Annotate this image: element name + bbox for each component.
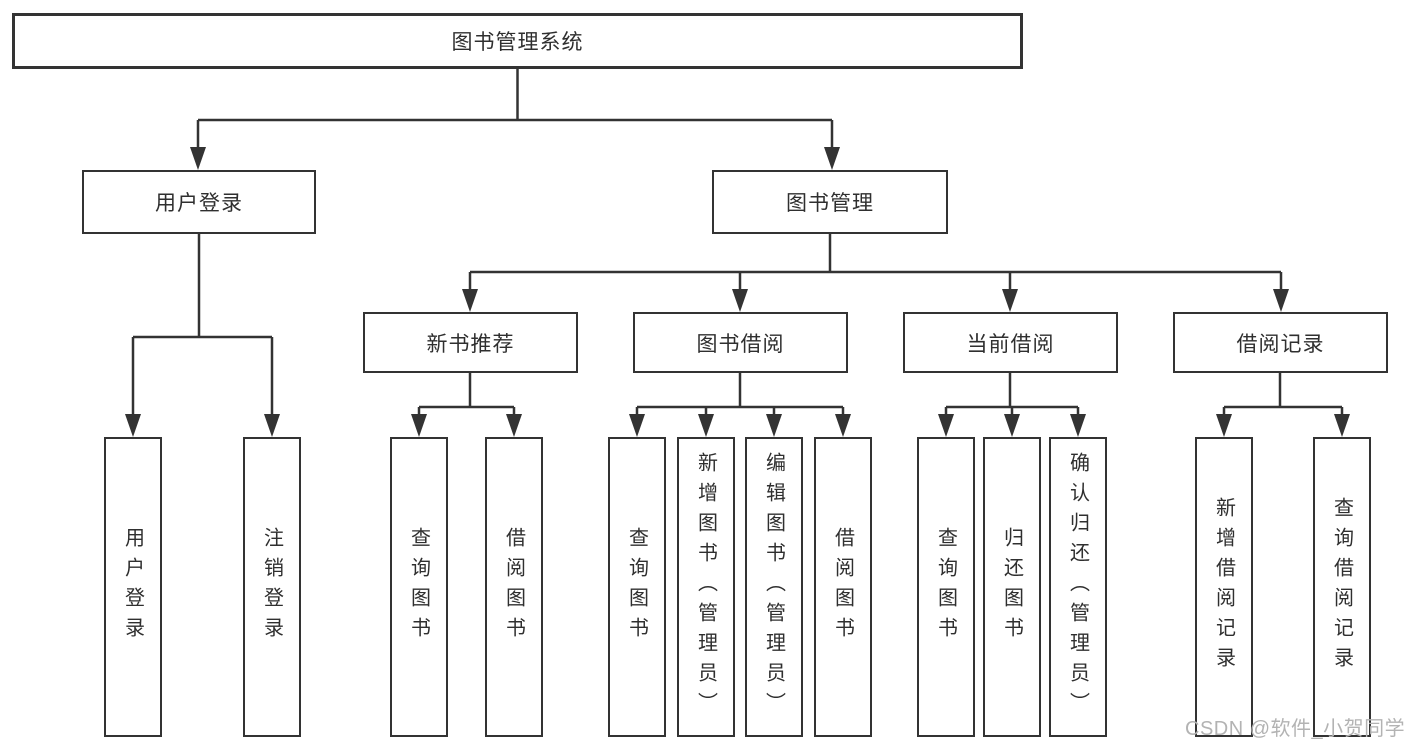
arrow-down-icon <box>264 414 280 437</box>
connector-current-borrow <box>944 373 1080 420</box>
arrow-down-icon <box>698 414 714 437</box>
node-book-management: 图书管理 <box>712 170 948 234</box>
leaf-query-borrow-record: 查询借阅记录 <box>1313 437 1371 737</box>
connector-new-book <box>417 373 516 420</box>
leaf-query-book-2: 查询图书 <box>608 437 666 737</box>
node-label: 用户登录 <box>121 527 144 647</box>
node-label: 当前借阅 <box>966 332 1055 356</box>
arrow-down-icon <box>411 414 427 437</box>
arrow-down-icon <box>766 414 782 437</box>
node-label: 借阅图书 <box>502 527 525 647</box>
arrow-down-icon <box>1216 414 1232 437</box>
arrow-down-icon <box>462 289 478 312</box>
node-new-book-recommend: 新书推荐 <box>363 312 578 373</box>
arrow-down-icon <box>824 147 840 170</box>
arrow-down-icon <box>1273 289 1289 312</box>
node-label: 查询借阅记录 <box>1330 497 1353 677</box>
csdn-watermark: CSDN @软件_小贺同学 <box>1185 718 1405 740</box>
arrow-down-icon <box>506 414 522 437</box>
node-user-login: 用户登录 <box>82 170 316 234</box>
node-label: 查询图书 <box>934 527 957 647</box>
node-current-borrowing: 当前借阅 <box>903 312 1118 373</box>
node-label: 新书推荐 <box>426 332 515 356</box>
node-label: 借阅记录 <box>1236 332 1325 356</box>
leaf-add-borrow-record: 新增借阅记录 <box>1195 437 1253 737</box>
leaf-query-book-1: 查询图书 <box>390 437 448 737</box>
node-label: 查询图书 <box>407 527 430 647</box>
connector-user-login <box>131 234 274 420</box>
leaf-add-book-admin: 新增图书（管理员） <box>677 437 735 737</box>
node-label: 新增图书（管理员） <box>694 452 717 722</box>
connector-book-borrow <box>635 373 845 420</box>
leaf-borrow-book-2: 借阅图书 <box>814 437 872 737</box>
connector-borrow-record <box>1222 373 1344 420</box>
leaf-return-book: 归还图书 <box>983 437 1041 737</box>
node-label: 图书借阅 <box>696 332 785 356</box>
node-book-borrowing: 图书借阅 <box>633 312 848 373</box>
arrow-down-icon <box>938 414 954 437</box>
leaf-user-login: 用户登录 <box>104 437 162 737</box>
arrow-down-icon <box>125 414 141 437</box>
arrow-down-icon <box>732 289 748 312</box>
node-label: 用户登录 <box>155 192 243 215</box>
leaf-logout: 注销登录 <box>243 437 301 737</box>
node-root-library-system: 图书管理系统 <box>12 13 1023 69</box>
connector-root <box>196 69 834 152</box>
node-label: 归还图书 <box>1000 527 1023 647</box>
node-label: 编辑图书（管理员） <box>762 452 785 722</box>
connector-book-mgmt <box>468 234 1283 295</box>
node-label: 图书管理系统 <box>451 31 584 54</box>
arrow-down-icon <box>1002 289 1018 312</box>
leaf-query-book-3: 查询图书 <box>917 437 975 737</box>
leaf-edit-book-admin: 编辑图书（管理员） <box>745 437 803 737</box>
leaf-borrow-book-1: 借阅图书 <box>485 437 543 737</box>
node-label: 查询图书 <box>625 527 648 647</box>
leaf-confirm-return-admin: 确认归还（管理员） <box>1049 437 1107 737</box>
arrow-down-icon <box>835 414 851 437</box>
arrow-down-icon <box>190 147 206 170</box>
node-label: 注销登录 <box>260 527 283 647</box>
arrow-down-icon <box>1334 414 1350 437</box>
node-label: 借阅图书 <box>831 527 854 647</box>
arrow-down-icon <box>1070 414 1086 437</box>
node-borrowing-records: 借阅记录 <box>1173 312 1388 373</box>
node-label: 确认归还（管理员） <box>1066 452 1089 722</box>
arrow-down-icon <box>1004 414 1020 437</box>
node-label: 图书管理 <box>786 192 874 215</box>
node-label: 新增借阅记录 <box>1212 497 1235 677</box>
arrow-down-icon <box>629 414 645 437</box>
